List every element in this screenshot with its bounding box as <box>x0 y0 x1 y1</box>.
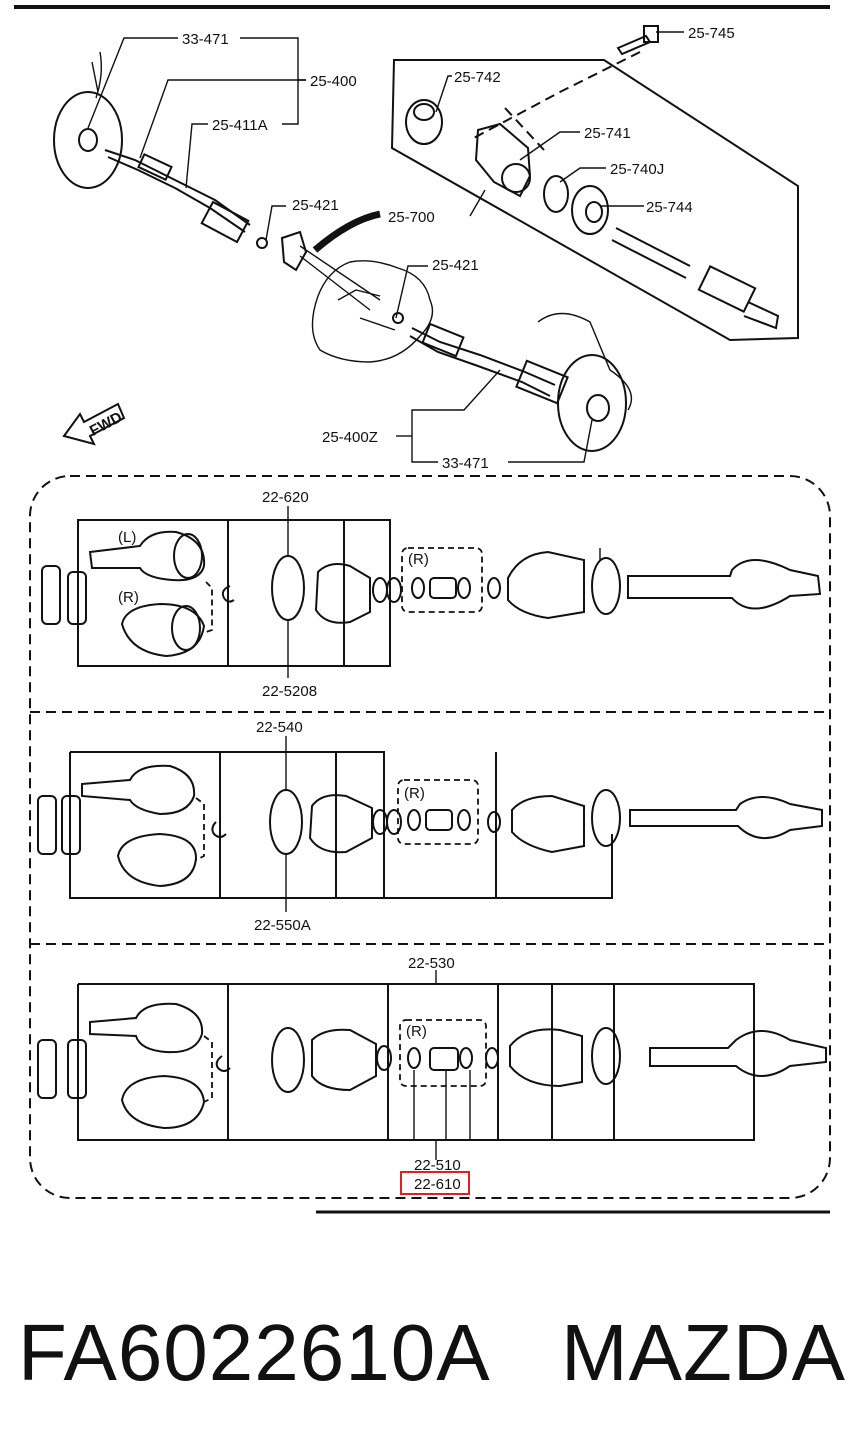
label-25-400: 25-400 <box>310 73 357 90</box>
detail-box <box>390 59 799 342</box>
outer-joint-3b-icon <box>120 1074 206 1130</box>
right-hub-icon <box>557 354 627 452</box>
label-25-742: 25-742 <box>454 69 501 86</box>
bearing-icon <box>543 175 569 213</box>
top-callouts <box>87 31 684 463</box>
bracket-icon <box>474 122 532 198</box>
p3-label-bottom-b: 22-610 <box>414 1176 461 1193</box>
outer-joint-r-icon <box>120 602 206 658</box>
brand-name: MAZDA <box>561 1308 846 1397</box>
variants-frame <box>29 475 831 1199</box>
label-25-411a: 25-411A <box>212 117 268 134</box>
p3-label-top: 22-530 <box>408 955 455 972</box>
p1-label-top: 22-620 <box>262 489 309 506</box>
label-25-744: 25-744 <box>646 199 693 216</box>
differential-icon <box>280 230 308 272</box>
boot-icon <box>314 563 371 624</box>
intermediate-shaft-icon <box>611 227 691 279</box>
grease-tube-icon <box>41 565 61 625</box>
label-25-400z: 25-400Z <box>322 429 378 446</box>
bolt-icon <box>616 34 652 56</box>
parts-diagram: FWD 33-471 25-400 25-411A 25-421 25-421 … <box>14 5 831 1214</box>
footer: FA6022610A MAZDA <box>18 1298 846 1408</box>
p2-label-top: 22-540 <box>256 719 303 736</box>
fwd-arrow-icon: FWD <box>62 402 126 446</box>
inner-joint-icon <box>627 559 822 610</box>
outer-joint-2a-icon <box>81 764 196 816</box>
p3-label-bottom-a: 22-510 <box>414 1157 461 1174</box>
outer-joint-3a-icon <box>89 1002 204 1054</box>
highlight-box <box>400 1171 470 1195</box>
panel-1 <box>41 506 822 678</box>
clamp-icon <box>271 555 305 621</box>
p2-box-label: (R) <box>404 785 425 802</box>
left-hub-icon <box>53 91 123 189</box>
label-25-700: 25-700 <box>388 209 435 226</box>
label-25-741: 25-741 <box>584 125 631 142</box>
p2-label-bottom: 22-550A <box>254 917 311 934</box>
seal-icon <box>571 185 609 235</box>
label-33-471-top: 33-471 <box>182 31 229 48</box>
damper-icon <box>429 577 457 599</box>
panel-3 <box>37 970 827 1160</box>
label-25-745: 25-745 <box>688 25 735 42</box>
p3-box-label: (R) <box>406 1023 427 1040</box>
label-25-740j: 25-740J <box>610 161 664 178</box>
label-25-421-b: 25-421 <box>432 257 479 274</box>
p1-box-label: (R) <box>408 551 429 568</box>
label-25-421-a: 25-421 <box>292 197 339 214</box>
p1-label-left: (L) <box>118 529 136 546</box>
top-assembly <box>53 25 799 452</box>
part-number: FA6022610A <box>18 1308 491 1397</box>
outer-joint-2b-icon <box>116 832 198 888</box>
label-33-471-bottom: 33-471 <box>442 455 489 472</box>
p1-label-bottom: 22-5208 <box>262 683 317 700</box>
bushing-icon <box>405 99 443 145</box>
p1-label-right: (R) <box>118 589 139 606</box>
panel-2 <box>37 736 823 912</box>
outer-joint-l-icon <box>88 530 206 582</box>
